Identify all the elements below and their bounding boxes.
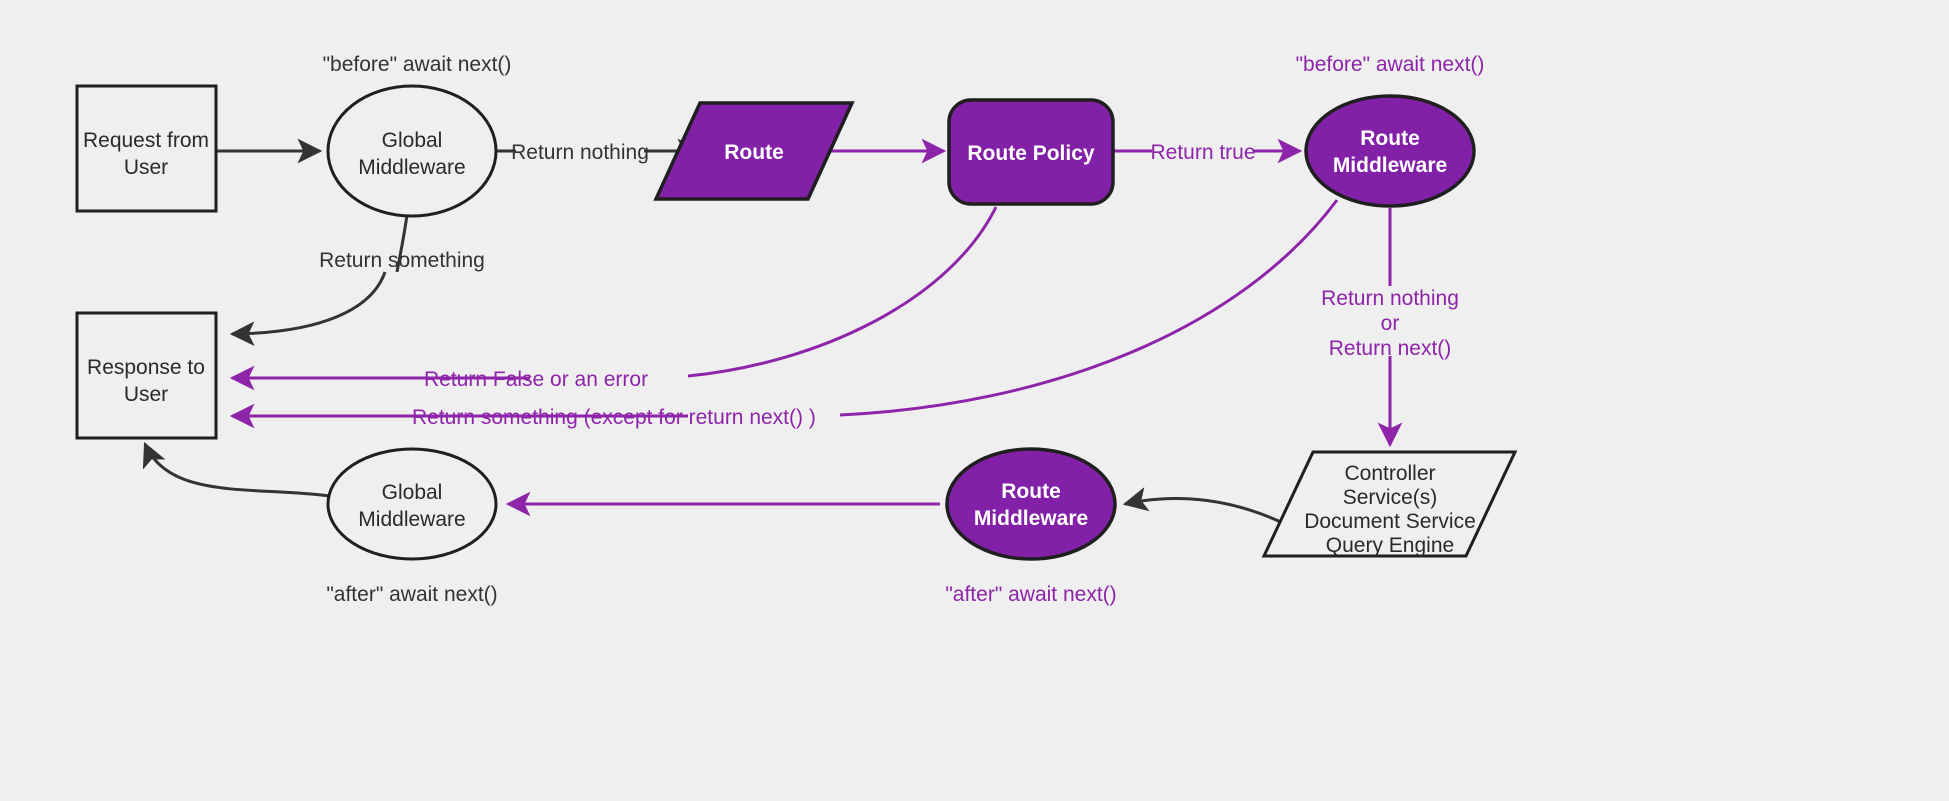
node-global-middleware-top[interactable] [326, 84, 498, 218]
edge-label-return-nothing-or-next-line3: Return next() [1329, 337, 1452, 360]
edge-rm-return-something-curve [839, 199, 1339, 417]
node-global-middleware-bottom-line2: Middleware [358, 508, 465, 531]
node-request-from-user-line2: User [124, 156, 168, 179]
node-global-middleware-bottom[interactable] [326, 447, 498, 561]
edge-label-return-nothing-or-next-line1: Return nothing [1321, 287, 1459, 310]
node-controller-line1: Controller [1344, 462, 1435, 485]
annotation-before-await-next-route: "before" await next() [1296, 53, 1485, 76]
node-controller-services[interactable] [1261, 450, 1518, 558]
edge-controller-to-route-middleware-bottom [1122, 487, 1286, 526]
node-route-middleware-bottom[interactable] [945, 447, 1117, 561]
edge-label-return-nothing-or-next-line2: or [1381, 312, 1400, 335]
node-response-to-user-line2: User [124, 383, 168, 406]
node-controller-line3: Document Service [1304, 510, 1476, 533]
edge-policy-return-false-curve [687, 206, 998, 378]
node-route-middleware-top[interactable] [1304, 94, 1476, 208]
annotation-after-await-next-route: "after" await next() [945, 583, 1116, 606]
node-request-from-user-line1: Request from [83, 129, 209, 152]
edge-label-return-nothing: Return nothing [511, 141, 649, 164]
node-global-middleware-bottom-line1: Global [382, 481, 443, 504]
node-route-policy[interactable] [947, 98, 1115, 206]
node-response-to-user[interactable] [75, 311, 218, 440]
edge-label-return-something: Return something [319, 249, 485, 272]
node-route-middleware-bottom-line1: Route [1001, 480, 1061, 503]
node-route-middleware-top-line1: Route [1360, 127, 1420, 150]
annotation-before-await-next-global: "before" await next() [323, 53, 512, 76]
edge-global-middleware-bottom-to-response [142, 441, 331, 498]
node-request-from-user[interactable] [75, 84, 218, 213]
edge-global-return-something-lower [229, 271, 387, 347]
node-response-to-user-line1: Response to [87, 356, 205, 379]
node-global-middleware-top-line2: Middleware [358, 156, 465, 179]
edge-label-return-false-or-error: Return False or an error [424, 368, 648, 391]
node-global-middleware-top-line1: Global [382, 129, 443, 152]
node-controller-line4: Query Engine [1326, 534, 1454, 557]
edge-label-return-true: Return true [1150, 141, 1255, 164]
node-route-label: Route [724, 141, 784, 164]
node-route-policy-label: Route Policy [967, 142, 1095, 165]
node-route[interactable] [653, 101, 855, 201]
edge-label-return-something-except: Return something (except for return next… [412, 406, 816, 429]
node-controller-line2: Service(s) [1343, 486, 1438, 509]
node-route-middleware-bottom-line2: Middleware [974, 507, 1088, 530]
annotation-after-await-next-global: "after" await next() [326, 583, 497, 606]
node-route-middleware-top-line2: Middleware [1333, 154, 1447, 177]
